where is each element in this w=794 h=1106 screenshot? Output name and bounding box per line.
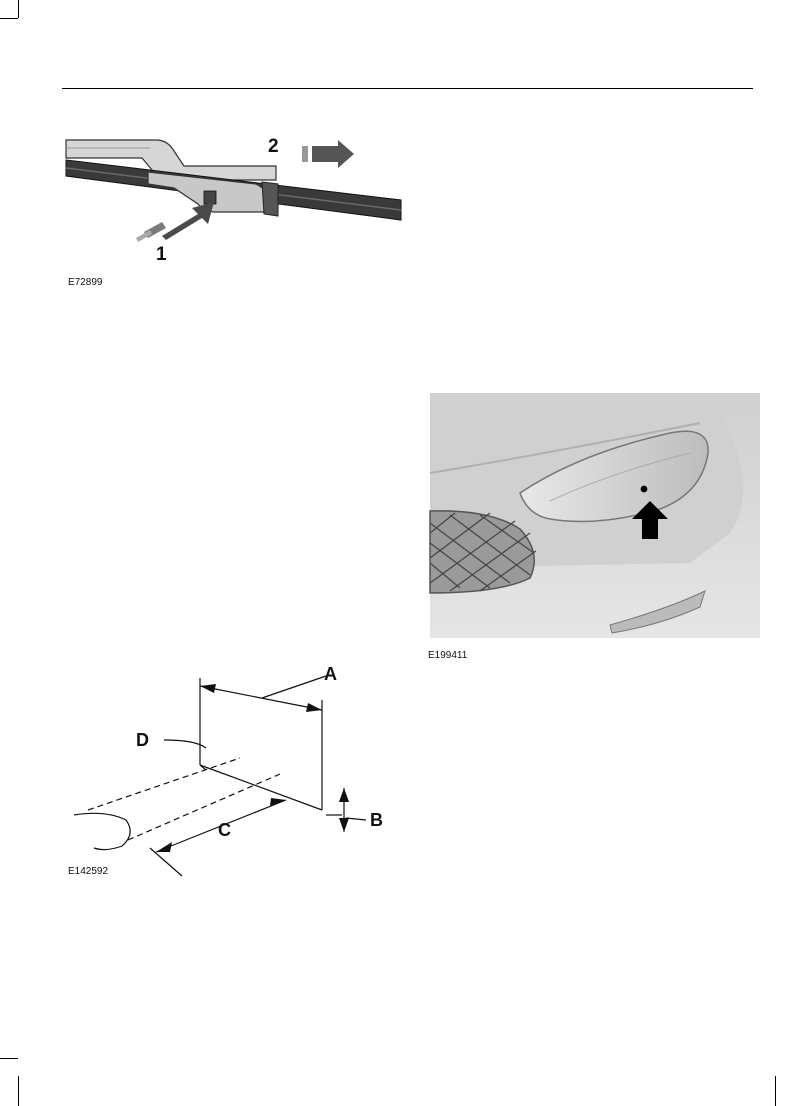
header-rule <box>62 88 753 89</box>
aiming-diagram <box>66 670 396 880</box>
crop-mark-bottom-right-v <box>775 1076 776 1106</box>
headlamp-illustration <box>430 393 760 638</box>
label-d: D <box>136 730 149 751</box>
label-b: B <box>370 810 383 831</box>
figure-code-e72899: E72899 <box>68 277 102 288</box>
callout-2: 2 <box>268 136 279 158</box>
crop-mark-bottom-left <box>0 1058 18 1059</box>
crop-mark-top-left-v <box>18 0 19 18</box>
callout-1: 1 <box>156 244 167 266</box>
crop-mark-bottom-left-v <box>18 1076 19 1106</box>
label-c: C <box>218 820 231 841</box>
label-a: A <box>324 664 337 685</box>
wiper-illustration <box>66 128 406 263</box>
figure-code-e199411: E199411 <box>428 650 467 661</box>
figure-code-e142592: E142592 <box>68 866 108 877</box>
crop-mark-top-left <box>0 18 18 19</box>
